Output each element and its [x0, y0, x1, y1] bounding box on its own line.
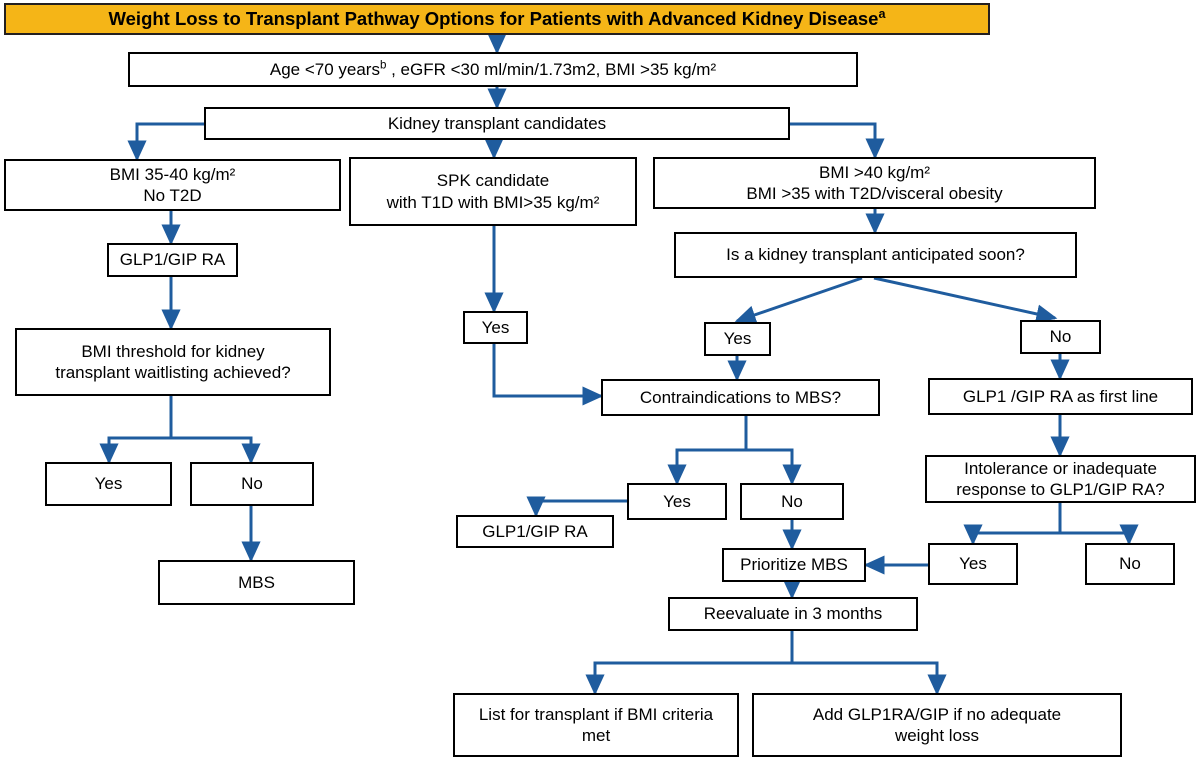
- branch-left-box: BMI 35-40 kg/m² No T2D: [4, 159, 341, 211]
- list-transplant-line2: met: [581, 726, 611, 745]
- left-glp1-box: GLP1/GIP RA: [107, 243, 238, 277]
- criteria-text-part2: , eGFR <30 ml/min/1.73m2, BMI >35 kg/m²: [386, 59, 717, 79]
- branch-right-box: BMI >40 kg/m² BMI >35 with T2D/visceral …: [653, 157, 1096, 209]
- branch-middle-box: SPK candidate with T1D with BMI>35 kg/m²: [349, 157, 637, 226]
- title-banner: Weight Loss to Transplant Pathway Option…: [4, 3, 990, 35]
- glp1-first-line-label: GLP1 /GIP RA as first line: [962, 386, 1159, 406]
- left-threshold-box: BMI threshold for kidney transplant wait…: [15, 328, 331, 396]
- branch-middle-line2: with T1D with BMI>35 kg/m²: [386, 192, 600, 212]
- title-text: Weight Loss to Transplant Pathway Option…: [108, 8, 879, 30]
- intolerance-yes-box: Yes: [928, 543, 1018, 585]
- left-threshold-line2: transplant waitlisting achieved?: [55, 363, 291, 382]
- left-no-label: No: [241, 474, 263, 494]
- left-yes-label: Yes: [94, 474, 123, 494]
- title-superscript: a: [878, 7, 886, 22]
- left-mbs-label: MBS: [238, 572, 275, 592]
- candidates-label: Kidney transplant candidates: [387, 113, 607, 133]
- contra-no-label: No: [781, 491, 803, 511]
- branch-right-line1: BMI >40 kg/m²: [818, 162, 930, 182]
- reevaluate-label: Reevaluate in 3 months: [703, 604, 883, 624]
- intolerance-no-box: No: [1085, 543, 1175, 585]
- left-glp1-label: GLP1/GIP RA: [119, 250, 226, 270]
- glp1-first-line-box: GLP1 /GIP RA as first line: [928, 378, 1193, 415]
- contra-glp1-label: GLP1/GIP RA: [482, 521, 588, 541]
- prioritize-mbs-box: Prioritize MBS: [722, 548, 866, 582]
- list-transplant-box: List for transplant if BMI criteria met: [453, 693, 739, 757]
- branch-left-line2: No T2D: [143, 186, 202, 205]
- add-glp1-line1: Add GLP1RA/GIP if no adequate: [812, 704, 1062, 724]
- contra-yes-box: Yes: [627, 483, 727, 520]
- anticipated-yes-box: Yes: [704, 322, 771, 356]
- branch-left-line1: BMI 35-40 kg/m²: [109, 164, 236, 184]
- middle-yes-box: Yes: [463, 311, 528, 344]
- candidates-box: Kidney transplant candidates: [204, 107, 790, 140]
- anticipated-box: Is a kidney transplant anticipated soon?: [674, 232, 1077, 278]
- criteria-text-part1: Age <70 years: [269, 59, 380, 79]
- left-threshold-line1: BMI threshold for kidney: [81, 341, 265, 361]
- left-mbs-box: MBS: [158, 560, 355, 605]
- contraindications-box: Contraindications to MBS?: [601, 379, 880, 416]
- intolerance-yes-label: Yes: [959, 554, 987, 574]
- add-glp1-line2: weight loss: [894, 726, 980, 745]
- left-yes-box: Yes: [45, 462, 172, 506]
- middle-yes-label: Yes: [481, 317, 510, 337]
- anticipated-label: Is a kidney transplant anticipated soon?: [726, 245, 1025, 265]
- reevaluate-box: Reevaluate in 3 months: [668, 597, 918, 631]
- contra-no-box: No: [740, 483, 844, 520]
- intolerance-no-label: No: [1119, 554, 1141, 574]
- intolerance-line1: Intolerance or inadequate: [964, 458, 1157, 478]
- anticipated-yes-label: Yes: [723, 329, 752, 349]
- anticipated-no-label: No: [1049, 327, 1072, 347]
- contraindications-label: Contraindications to MBS?: [639, 387, 842, 407]
- anticipated-no-box: No: [1020, 320, 1101, 354]
- contra-glp1-box: GLP1/GIP RA: [456, 515, 614, 548]
- intolerance-box: Intolerance or inadequate response to GL…: [925, 455, 1196, 503]
- branch-middle-line1: SPK candidate: [436, 171, 550, 191]
- criteria-box: Age <70 yearsb , eGFR <30 ml/min/1.73m2,…: [128, 52, 858, 87]
- add-glp1-box: Add GLP1RA/GIP if no adequate weight los…: [752, 693, 1122, 757]
- list-transplant-line1: List for transplant if BMI criteria: [478, 704, 714, 724]
- prioritize-mbs-label: Prioritize MBS: [740, 555, 848, 575]
- contra-yes-label: Yes: [663, 491, 691, 511]
- criteria-superscript: b: [379, 59, 387, 72]
- branch-right-line2: BMI >35 with T2D/visceral obesity: [746, 184, 1003, 203]
- intolerance-line2: response to GLP1/GIP RA?: [956, 480, 1165, 499]
- left-no-box: No: [190, 462, 314, 506]
